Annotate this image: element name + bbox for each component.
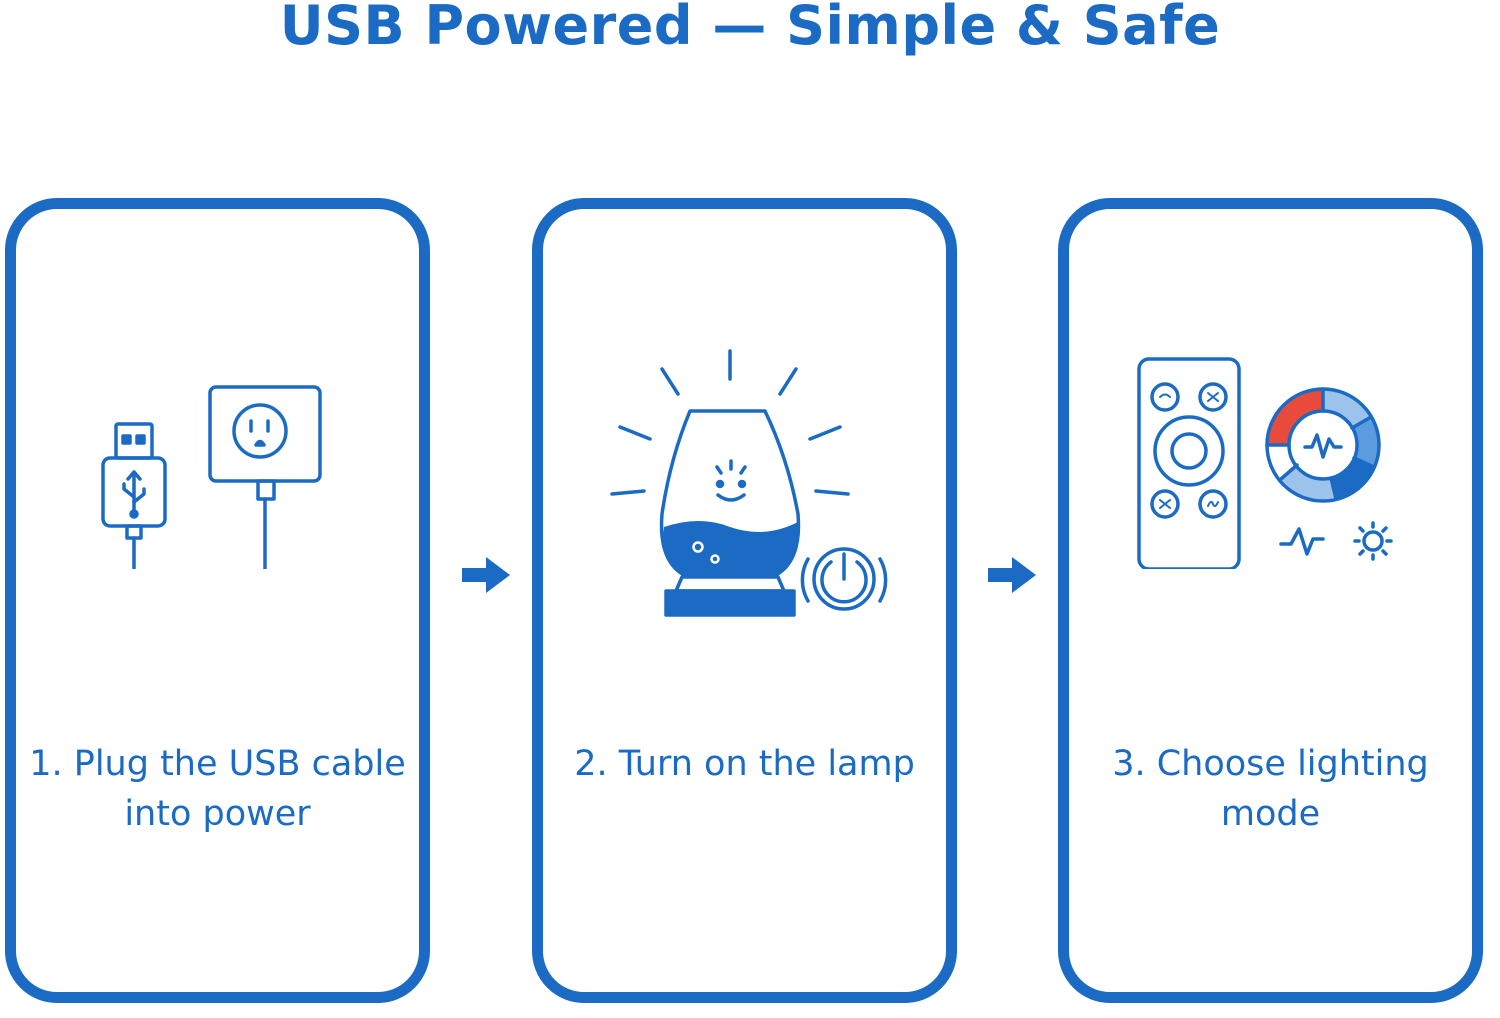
step-label-line: 2. Turn on the lamp (574, 744, 915, 784)
step-label-line: into power (124, 794, 311, 834)
page-title: USB Powered — Simple & Safe (279, 0, 1221, 57)
step-card-turn-on: 2. Turn on the lamp (532, 198, 957, 1003)
step-label: 1. Plug the USB cable into power (16, 739, 419, 839)
step-label-line: mode (1220, 794, 1321, 834)
step-card-plug-usb: 1. Plug the USB cable into power (5, 198, 430, 1003)
lava-lamp-power-icon (600, 339, 890, 623)
usb-plug-outlet-icon (98, 339, 338, 598)
step-label-line: 1. Plug the USB cable (29, 744, 406, 784)
remote-color-wheel-icon (1131, 339, 1411, 573)
step-label-line: 3. Choose lighting (1112, 744, 1429, 784)
step-label: 3. Choose lighting mode (1069, 739, 1472, 839)
arrow-right-icon (988, 557, 1036, 593)
step-label: 2. Turn on the lamp (543, 739, 946, 789)
step-card-lighting-mode: 3. Choose lighting mode (1058, 198, 1483, 1003)
arrow-right-icon (462, 557, 510, 593)
